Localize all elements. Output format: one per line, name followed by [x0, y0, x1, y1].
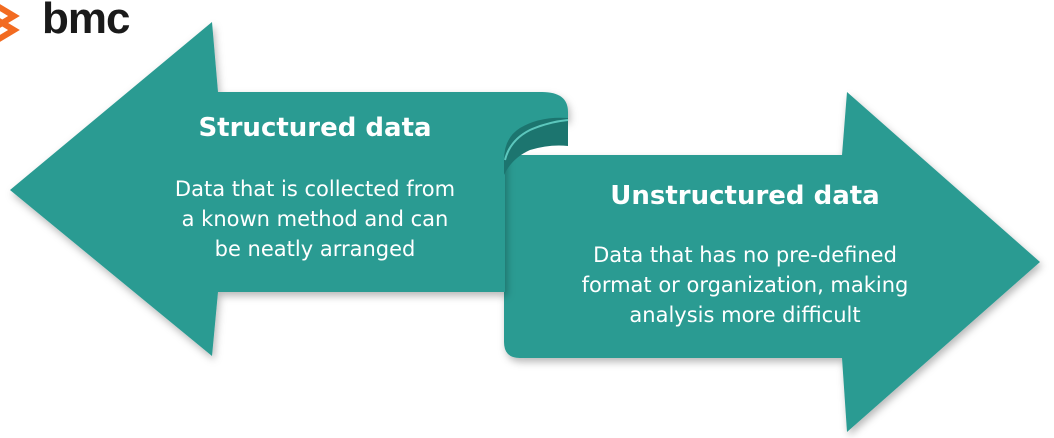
ribbon-fold [504, 117, 568, 175]
bmc-logo-text: bmc [42, 0, 130, 43]
structured-description-line: Data that is collected from [174, 177, 456, 201]
bmc-logo: bmc [0, 0, 170, 44]
unstructured-description-line: analysis more difficult [629, 303, 861, 327]
structured-description-line: be neatly arranged [214, 237, 416, 261]
structured-description-line: a known method and can [181, 207, 449, 231]
unstructured-description: Data that has no pre-defined format or o… [525, 240, 965, 330]
structured-title: Structured data [198, 113, 432, 143]
unstructured-arrow [504, 92, 1040, 432]
unstructured-description-line: Data that has no pre-defined [593, 243, 897, 267]
structured-description: Data that is collected from a known meth… [130, 174, 500, 264]
structured-arrow [10, 22, 568, 356]
ribbon-fold-highlight [504, 119, 569, 161]
bmc-logo-mark [0, 4, 20, 42]
unstructured-title: Unstructured data [610, 181, 880, 211]
unstructured-description-line: format or organization, making [581, 273, 909, 297]
